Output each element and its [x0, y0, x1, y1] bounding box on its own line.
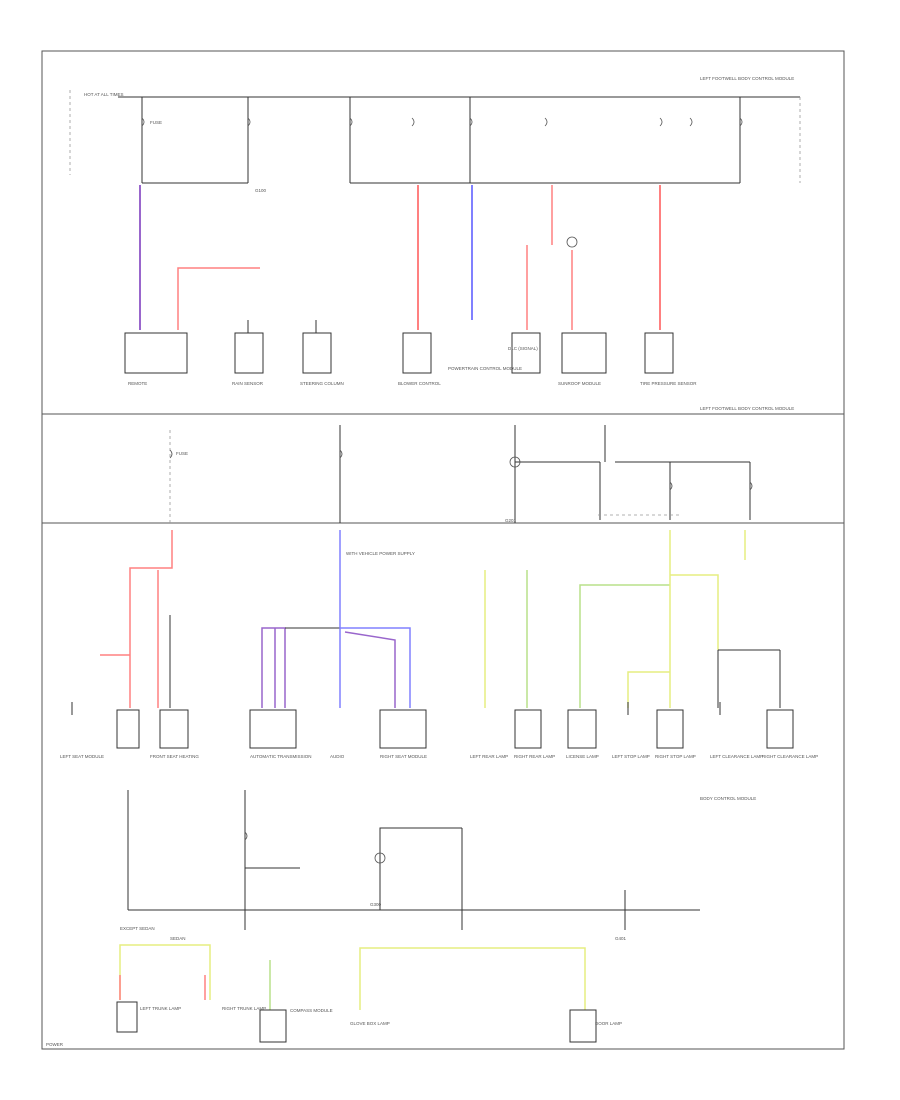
wire-yellow-7: [359, 947, 586, 1010]
label-left-clearance: LEFT CLEARANCE LAMP: [710, 754, 763, 759]
label-tire-pressure: TIRE PRESSURE SENSOR: [640, 381, 697, 386]
component-box: [561, 332, 607, 374]
fuse-icon: [411, 117, 415, 127]
label-audio: AUDIO: [330, 754, 345, 759]
label-sunroof: SUNROOF MODULE: [558, 381, 601, 386]
label-compass: COMPASS MODULE: [290, 1008, 333, 1013]
component-box: [567, 709, 597, 749]
component-box: [569, 1009, 597, 1043]
label-ground-2: G201: [505, 518, 517, 523]
fuse-icon: [749, 481, 753, 491]
label-fuse-2: FUSE: [176, 451, 188, 456]
fuse-icon: [469, 117, 473, 127]
component-box: [656, 709, 684, 749]
label-steering-column: STEERING COLUMN: [300, 381, 344, 386]
label-body-control: BODY CONTROL MODULE: [700, 796, 756, 801]
label-rain-sensor: RAIN SENSOR: [232, 381, 264, 386]
component-box: [514, 709, 542, 749]
label-left-seat: LEFT SEAT MODULE: [60, 754, 104, 759]
wire-purple-4: [344, 631, 396, 708]
label-power: POWER: [46, 1042, 64, 1047]
relay-icon: [509, 456, 521, 468]
section-bottom: [116, 790, 700, 1043]
fuse-icons-top: [141, 117, 743, 127]
fuse-icon: [169, 449, 173, 459]
label-module-mid-right: LEFT FOOTWELL BODY CONTROL MODULE: [700, 406, 794, 411]
component-box: [766, 709, 794, 749]
label-ground-3: G300: [370, 902, 382, 907]
component-box: [259, 1009, 287, 1043]
fuse-icon: [689, 117, 693, 127]
wire-yellow-6: [119, 944, 211, 1000]
label-module-top-right: LEFT FOOTWELL BODY CONTROL MODULE: [700, 76, 794, 81]
fuse-icon: [739, 117, 743, 127]
component-box: [644, 332, 674, 374]
wire-blue-3: [340, 627, 411, 708]
bottom-loop: [379, 827, 462, 910]
fuse-icon: [247, 117, 251, 127]
relay-icon: [566, 236, 578, 248]
wire-purple-2: [261, 627, 286, 708]
labels: HOT AT ALL TIMES LEFT FOOTWELL BODY CONT…: [46, 76, 818, 1047]
component-box: [124, 332, 188, 374]
fuse-icon: [339, 449, 343, 459]
label-blower-control: BLOWER CONTROL: [398, 381, 441, 386]
component-box: [234, 332, 264, 374]
label-powertrain-module: POWERTRAIN CONTROL MODULE: [448, 366, 522, 371]
label-right-seat: RIGHT SEAT MODULE: [380, 754, 427, 759]
label-remote: REMOTE: [128, 381, 147, 386]
label-seat-heating: FRONT SEAT HEATING: [150, 754, 199, 759]
section-top: [118, 96, 801, 374]
label-sedan: SEDAN: [170, 936, 186, 941]
component-box: [402, 332, 432, 374]
label-right-stop-lamp: RIGHT STOP LAMP: [655, 754, 696, 759]
wire-yellow-3: [670, 574, 719, 650]
label-right-rear-lamp: RIGHT REAR LAMP: [514, 754, 555, 759]
label-door-lamp: DOOR LAMP: [595, 1021, 622, 1026]
section-middle: [169, 425, 753, 523]
wire-yellow-5: [627, 671, 670, 708]
label-right-trunk: RIGHT TRUNK LAMP: [222, 1006, 266, 1011]
component-box: [379, 709, 427, 749]
wire-red-1: [177, 267, 260, 330]
fuse-icon: [669, 481, 673, 491]
label-auto-transmission: AUTOMATIC TRANSMISSION: [250, 754, 312, 759]
fuse-icon: [141, 117, 145, 127]
component-box: [159, 709, 189, 749]
relay-icon: [374, 852, 386, 864]
section-lower: [71, 530, 794, 749]
component-box: [116, 709, 140, 749]
label-left-trunk: LEFT TRUNK LAMP: [140, 1006, 181, 1011]
label-right-clearance: RIGHT CLEARANCE LAMP: [762, 754, 818, 759]
label-dlc: DLC (SIGNAL): [508, 346, 538, 351]
fuse-icon: [349, 117, 353, 127]
label-left-rear-lamp: LEFT REAR LAMP: [470, 754, 508, 759]
component-box: [302, 332, 332, 374]
label-glove-box: GLOVE BOX LAMP: [350, 1021, 390, 1026]
label-hot-at-all-times: HOT AT ALL TIMES: [84, 92, 124, 97]
wire-green-2: [579, 584, 670, 708]
component-box: [249, 709, 297, 749]
component-box: [511, 332, 541, 374]
diagram-frame: [41, 50, 845, 1050]
label-fuse: FUSE: [150, 120, 162, 125]
fuse-icon: [244, 831, 248, 841]
wire-red-7: [129, 530, 173, 708]
fuse-icon: [544, 117, 548, 127]
component-box: [116, 1001, 138, 1033]
label-left-stop-lamp: LEFT STOP LAMP: [612, 754, 650, 759]
label-vehicle-power: WITH VEHICLE POWER SUPPLY: [346, 551, 415, 556]
label-license-lamp: LICENSE LAMP: [566, 754, 599, 759]
label-ground: G100: [255, 188, 267, 193]
fuse-icon: [659, 117, 663, 127]
label-ground-4: G401: [615, 936, 627, 941]
label-except-sedan: EXCEPT SEDAN: [120, 926, 155, 931]
